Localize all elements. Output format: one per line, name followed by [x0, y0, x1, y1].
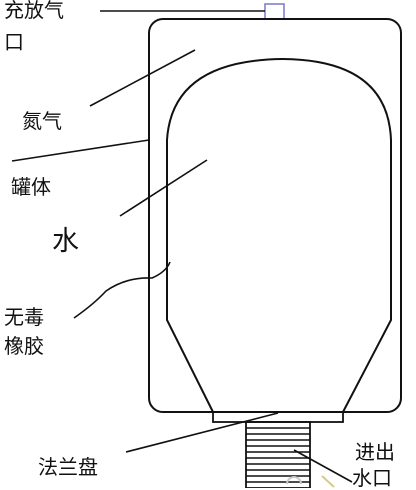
leader-lines	[11, 10, 353, 483]
leader-water	[119, 159, 208, 217]
leader-rubber	[73, 261, 171, 319]
label-tank-body: 罐体	[11, 175, 51, 199]
label-water: 水	[52, 226, 79, 257]
label-nitrogen: 氮气	[22, 109, 62, 133]
leader-inlet-outlet	[293, 449, 353, 483]
label-charge-valve-line1: 充放气	[4, 0, 64, 22]
inlet-outlet-pipe	[245, 421, 311, 488]
label-charge-valve-line2: 口	[4, 30, 24, 54]
label-inlet-outlet-line2: 水口	[352, 466, 392, 490]
charge-valve	[264, 3, 285, 20]
label-rubber-line1: 无毒	[4, 305, 44, 329]
leader-tank-body	[11, 139, 150, 162]
leader-flange	[125, 412, 279, 453]
tank-shell	[148, 18, 402, 413]
corner-artifacts	[286, 475, 335, 488]
rubber-bladder	[166, 57, 392, 413]
label-inlet-outlet-line1: 进出	[355, 440, 395, 464]
label-rubber-line2: 橡胶	[4, 334, 44, 358]
label-flange: 法兰盘	[38, 455, 98, 479]
leader-nitrogen	[89, 49, 196, 107]
pipe-thread	[246, 427, 310, 483]
